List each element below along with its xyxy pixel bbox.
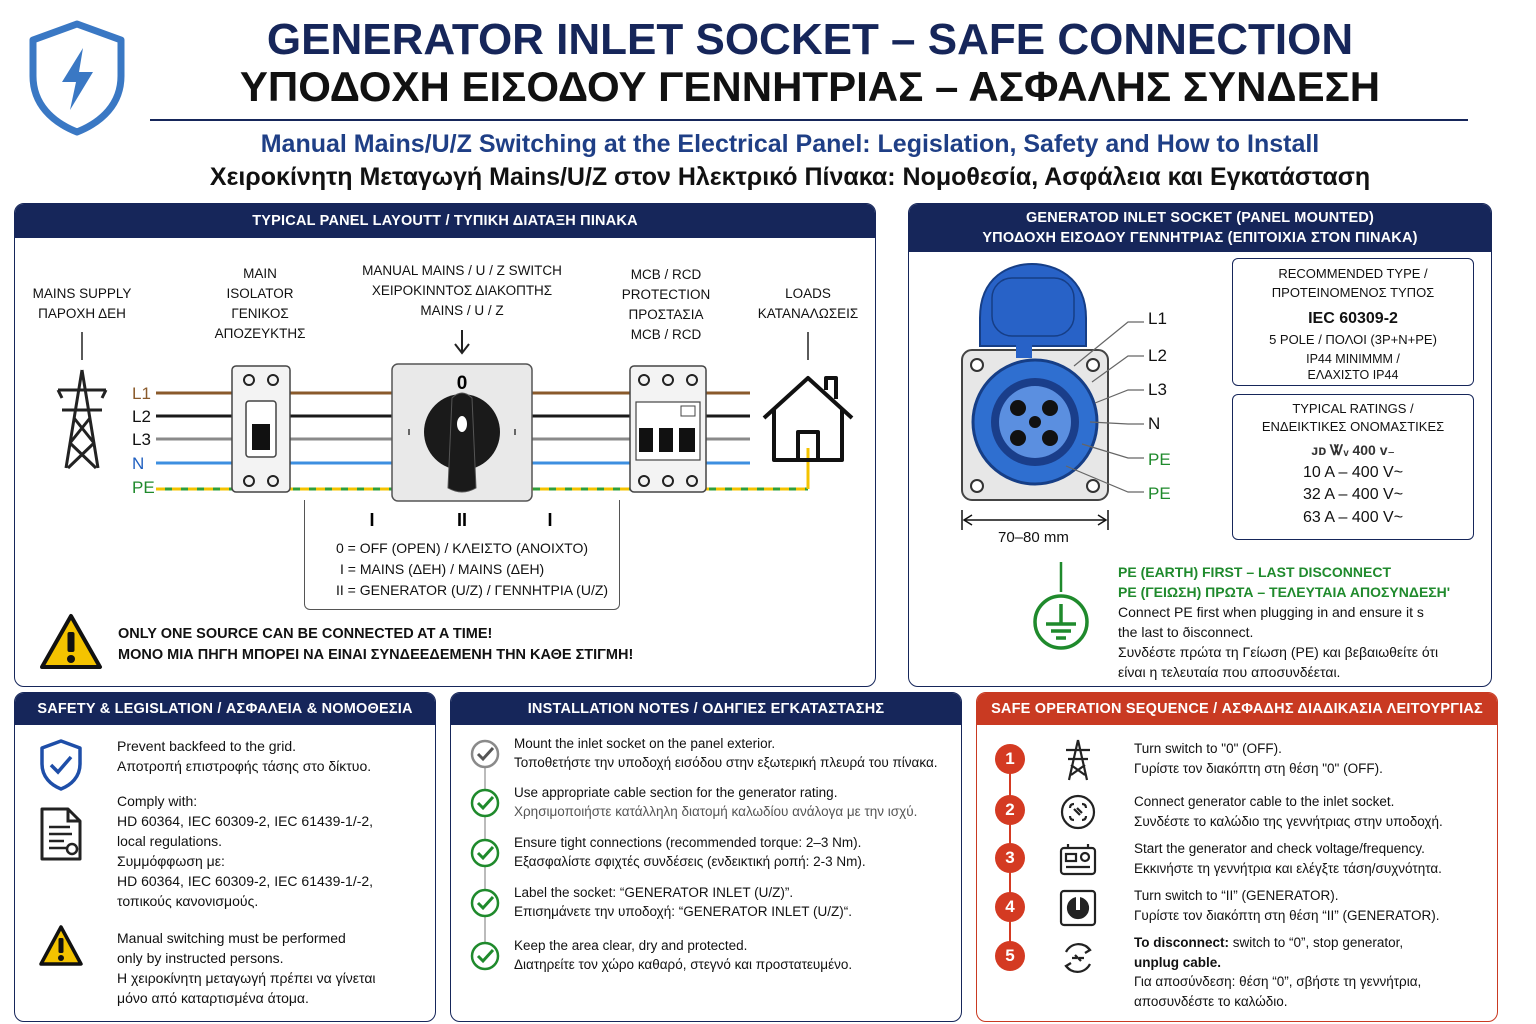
install-note-item: Label the socket: “GENERATOR INLET (U/Z)… [514, 885, 852, 919]
check-circle-icon [470, 941, 500, 971]
warning-icon-small [39, 925, 83, 966]
subtitle-greek: Χειροκίνητη Μεταγωγή Mains/U/Z στον Ηλεκ… [209, 163, 1371, 191]
safety-section: SAFETY & LEGISLATION / ΑΣΦΑΛΕΙΑ & ΝΟΜΟΘΕ… [14, 692, 436, 1022]
panel-wiring-diagram: L1 L2 L3 N PE 0 [56, 330, 854, 530]
step-number-badge: 5 [995, 941, 1025, 971]
pylon-icon [1066, 739, 1090, 781]
earth-note-title: PE (EARTH) FIRST – LAST DISCONNECT [1118, 564, 1392, 580]
manual-changeover-switch: 0 [391, 363, 533, 502]
wire-labels: L1 L2 L3 N PE [132, 384, 155, 497]
pin-label-l3: L3 [1148, 380, 1167, 399]
check-circle-icon [470, 739, 500, 769]
sequence-step-text: Start the generator and check voltage/fr… [1134, 841, 1442, 876]
wire-label-l2: L2 [132, 407, 151, 426]
switch-icon [1059, 889, 1097, 927]
house-loads-icon [762, 376, 854, 462]
install-note-item: Use appropriate cable section for the ge… [514, 785, 918, 819]
disconnect-icon [1064, 943, 1092, 973]
standard-label: IEC 60309-2 [1308, 310, 1398, 327]
sequence-step-text: Connect generator cable to the inlet soc… [1134, 794, 1443, 829]
wire-label-l3: L3 [132, 430, 151, 449]
install-note-item: Ensure tight connections (recommended to… [514, 835, 866, 869]
main-isolator-device [231, 365, 291, 493]
install-section: INSTALLATION NOTES / ΟΔΗΓΙΕΣ ΕΓΚΑΤΑΣΤΑΣΗ… [450, 692, 962, 1022]
header-divider [150, 119, 1468, 121]
install-heading: INSTALLATION NOTES / ΟΔΗΓΙΕΣ ΕΓΚΑΤΑΣΤΑΣΗ… [451, 693, 961, 725]
switch-legend-box [304, 500, 620, 610]
shield-check-icon [40, 739, 82, 791]
svg-text:I: I [547, 510, 552, 530]
sequence-step-text: Turn switch to “II” (GENERATOR).Γυρίστε … [1134, 888, 1440, 923]
sequence-heading: SAFE OPERATION SEQUENCE / ΑΣΦΑΔΗΣ ΔΙΑΔΙΚ… [977, 693, 1497, 725]
safety-heading: SAFETY & LEGISLATION / ΑΣΦΑΛΕΙΑ & ΝΟΜΟΘΕ… [15, 693, 435, 725]
pin-label-n: N [1148, 414, 1161, 433]
recommended-type-box: RECOMMENDED TYPE / ΠΡΟΤΕΙΝΟΜΕΝΟΣ ΤΥΠΟΣ I… [1232, 258, 1474, 386]
safety-item-standards: Comply with:HD 60364, IEC 60309-2, IEC 6… [117, 793, 374, 909]
typical-ratings-box: TYPICAL RATINGS / ΕΝΔΕΙΚΤΙΚΕΣ ΟΝΟΜΑΣΤΙΚΕ… [1232, 394, 1474, 540]
mcb-rcd-device [629, 365, 707, 493]
document-icon [40, 807, 82, 861]
power-pylon-icon [56, 369, 108, 470]
check-circle-icon [470, 838, 500, 868]
step-number-badge: 1 [995, 744, 1025, 774]
legend-mains: I = MAINS (ΔΕΗ) / MAINS (ΔΕΗ) [340, 561, 545, 577]
generator-icon [1059, 844, 1097, 876]
install-note-item: Mount the inlet socket on the panel exte… [514, 736, 938, 770]
earth-note-title-greek: PE (ΓΕΙΩΣΗ) ΠΡΩΤΑ – ΤΕΛΕΥΤΑΙΑ ΑΠΟΣΥΝΔΕΣΗ… [1118, 584, 1451, 600]
wire-label-l1: L1 [132, 384, 151, 403]
check-circle-icon [470, 788, 500, 818]
sequence-step-text: Turn switch to "0" (OFF).Γυρίστε τον δια… [1134, 741, 1383, 776]
install-note-item: Keep the area clear, dry and protected.Δ… [514, 938, 853, 972]
pin-label-pe: PE [1148, 450, 1171, 469]
socket-heading: GENERATOD INLET SOCKET (PANEL MOUNTED) Υ… [909, 204, 1491, 252]
warning-icon [40, 614, 102, 669]
legend-generator: II = GENERATOR (U/Z) / ΓΕΝΝΗΤΡΙΑ (U/Z) [336, 582, 609, 598]
sequence-section: SAFE OPERATION SEQUENCE / ΑΣΦΑΔΗΣ ΔΙΑΔΙΚ… [976, 692, 1498, 1022]
subtitle: Manual Mains/U/Z Switching at the Electr… [260, 130, 1320, 158]
page-title-greek: ΥΠΟΔΟΧΗ ΕΙΣΟΔΟΥ ΓΕΝΝΗΤΡΙΑΣ – ΑΣΦΑΛΗΣ ΣΥΝ… [239, 63, 1381, 110]
switch-position-markers: I II I [369, 510, 552, 530]
switch-zero-label: 0 [457, 373, 468, 394]
svg-text:I: I [369, 510, 374, 530]
earth-note: PE (EARTH) FIRST – LAST DISCONNECT PE (Γ… [1118, 564, 1451, 680]
pin-label-pe-2: PE [1148, 484, 1171, 503]
svg-text:II: II [457, 510, 467, 530]
inlet-socket-drawing [961, 262, 1144, 530]
sequence-step-text: To disconnect: switch to “0”, stop gener… [1134, 935, 1422, 1009]
panel-layout-heading: TYPICAL PANEL LAYOUTT / ΤΥΠΙΚΗ ΔΙΑΤΑΞΗ Π… [15, 204, 875, 238]
safety-item-backfeed: Prevent backfeed to the grid.Αποτροπή επ… [117, 738, 372, 774]
panel-layout-section: TYPICAL PANEL LAYOUTT / ΤΥΠΙΚΗ ΔΙΑΤΑΞΗ Π… [14, 203, 876, 687]
pin-label-l2: L2 [1148, 346, 1167, 365]
pin-label-l1: L1 [1148, 309, 1167, 328]
legend-off: 0 = OFF (OPEN) / ΚΛΕΙΣΤΟ (ΑΝΟΙΧΤΟ) [336, 540, 589, 556]
step-number-badge: 3 [995, 843, 1025, 873]
socket-dimension: 70–80 mm [998, 529, 1069, 546]
step-number-badge: 2 [995, 795, 1025, 825]
wire-label-pe: PE [132, 478, 155, 497]
shield-bolt-logo [29, 20, 125, 136]
wire-label-n: N [132, 454, 144, 473]
page-title: GENERATOR INLET SOCKET – SAFE CONNECTION [266, 15, 1354, 64]
arrow-down-icon [454, 330, 470, 355]
single-source-warning: ONLY ONE SOURCE CAN BE CONNECTED AT A TI… [118, 626, 634, 663]
plug-icon [1060, 794, 1096, 830]
switch-legend-text: 0 = OFF (OPEN) / ΚΛΕΙΣΤΟ (ΑΝΟΙΧΤΟ) I = M… [336, 538, 608, 601]
check-circle-icon [470, 888, 500, 918]
earth-ground-icon [1033, 562, 1089, 650]
step-number-badge: 4 [995, 892, 1025, 922]
